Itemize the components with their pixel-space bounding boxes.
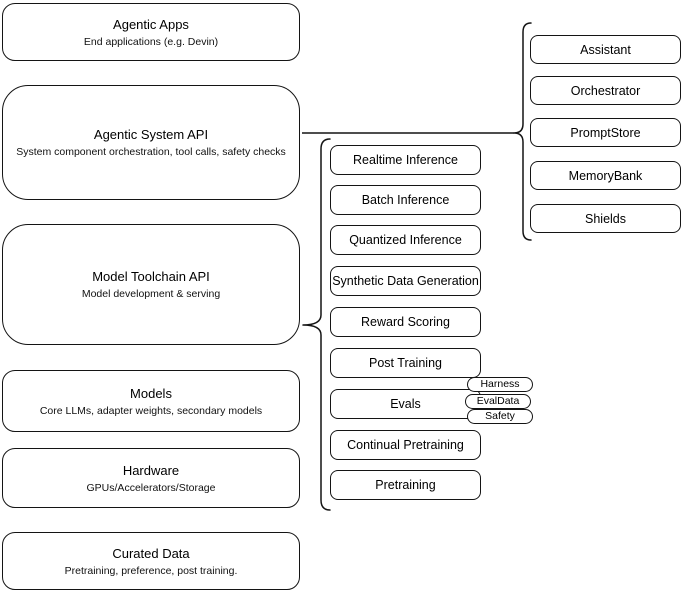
toolchain-group-brace	[302, 138, 331, 511]
toolchain-box-evals: Evals	[330, 389, 481, 419]
evals-tag-label: Safety	[485, 410, 515, 422]
node-title: Model Toolchain API	[92, 269, 210, 284]
evals-tag-evaldata: EvalData	[465, 394, 531, 409]
toolchain-box-label: Continual Pretraining	[347, 438, 464, 452]
evals-tag-label: EvalData	[476, 395, 520, 407]
system-box-assistant: Assistant	[530, 35, 681, 64]
toolchain-box-label: Reward Scoring	[361, 315, 450, 329]
toolchain-box-reward-scoring: Reward Scoring	[330, 307, 481, 337]
toolchain-box-label: Evals	[390, 397, 421, 411]
system-box-shields: Shields	[530, 204, 681, 233]
system-box-label: MemoryBank	[568, 168, 643, 183]
node-title: Agentic Apps	[113, 16, 189, 32]
node-hardware: Hardware GPUs/Accelerators/Storage	[2, 448, 300, 508]
system-group-brace	[513, 22, 532, 241]
node-title: Models	[130, 385, 172, 401]
node-subtitle: Core LLMs, adapter weights, secondary mo…	[39, 404, 263, 417]
toolchain-box-continual-pretraining: Continual Pretraining	[330, 430, 481, 460]
toolchain-box-quantized-inference: Quantized Inference	[330, 225, 481, 255]
toolchain-box-label: Pretraining	[375, 478, 436, 492]
toolchain-box-post-training: Post Training	[330, 348, 481, 378]
system-box-label: Assistant	[580, 42, 631, 57]
toolchain-box-synthetic-data-generation: Synthetic Data Generation	[330, 266, 481, 296]
node-agentic-system-api: Agentic System API System component orch…	[2, 85, 300, 200]
system-box-label: Orchestrator	[570, 83, 641, 98]
node-subtitle: End applications (e.g. Devin)	[83, 35, 219, 48]
toolchain-box-label: Synthetic Data Generation	[332, 274, 479, 288]
node-models: Models Core LLMs, adapter weights, secon…	[2, 370, 300, 432]
toolchain-box-pretraining: Pretraining	[330, 470, 481, 500]
toolchain-box-realtime-inference: Realtime Inference	[330, 145, 481, 175]
node-title: Agentic System API	[93, 127, 209, 142]
node-curated-data: Curated Data Pretraining, preference, po…	[2, 532, 300, 590]
toolchain-box-label: Quantized Inference	[349, 233, 462, 247]
evals-tag-harness: Harness	[467, 377, 533, 392]
evals-tag-label: Harness	[480, 378, 520, 390]
node-subtitle: Model development & serving	[81, 288, 221, 300]
system-box-memorybank: MemoryBank	[530, 161, 681, 190]
node-model-toolchain-api: Model Toolchain API Model development & …	[2, 224, 300, 345]
system-box-promptstore: PromptStore	[530, 118, 681, 147]
node-title: Curated Data	[112, 545, 190, 561]
node-subtitle: GPUs/Accelerators/Storage	[86, 481, 216, 494]
system-box-label: Shields	[585, 211, 626, 226]
node-subtitle: System component orchestration, tool cal…	[16, 146, 286, 158]
toolchain-box-label: Post Training	[369, 356, 442, 370]
toolchain-box-label: Realtime Inference	[353, 153, 458, 167]
node-title: Hardware	[122, 462, 180, 478]
system-box-orchestrator: Orchestrator	[530, 76, 681, 105]
toolchain-box-label: Batch Inference	[361, 193, 450, 207]
evals-tag-safety: Safety	[467, 409, 533, 424]
node-subtitle: Pretraining, preference, post training.	[64, 564, 238, 577]
toolchain-box-batch-inference: Batch Inference	[330, 185, 481, 215]
node-agentic-apps: Agentic Apps End applications (e.g. Devi…	[2, 3, 300, 61]
system-box-label: PromptStore	[570, 125, 641, 140]
